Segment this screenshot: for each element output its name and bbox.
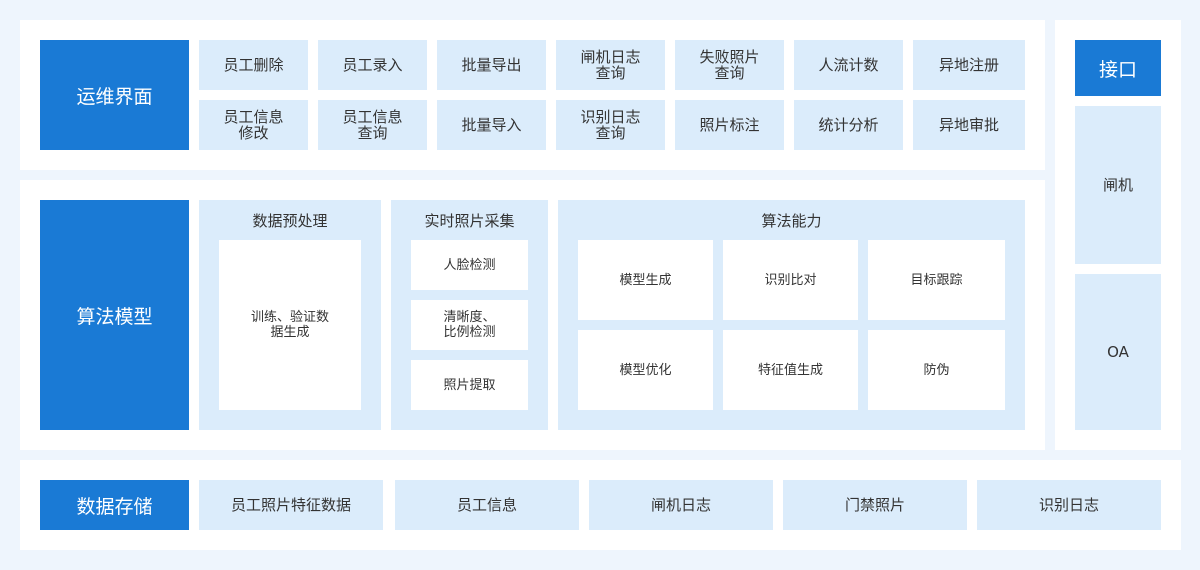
ops-tile-failed-photo-query: 失败照片 查询 xyxy=(675,40,784,90)
capture-title: 实时照片采集 xyxy=(424,212,515,230)
capability-card-model-generation: 模型生成 xyxy=(578,240,713,320)
capability-card-model-optimization: 模型优化 xyxy=(578,330,713,410)
iface-tile-gate: 闸机 xyxy=(1075,106,1161,264)
iface-tile-oa: OA xyxy=(1075,274,1161,430)
ops-tile-people-count: 人流计数 xyxy=(794,40,903,90)
ops-tile-delete-employee: 员工删除 xyxy=(199,40,308,90)
ops-tile-edit-employee-info: 员工信息 修改 xyxy=(199,100,308,150)
ops-tile-statistics: 统计分析 xyxy=(794,100,903,150)
ops-header: 运维界面 xyxy=(40,40,189,150)
ops-tile-enter-employee: 员工录入 xyxy=(318,40,427,90)
preprocess-card: 训练、验证数 据生成 xyxy=(219,240,361,410)
capture-card-clarity-check: 清晰度、 比例检测 xyxy=(411,300,528,350)
ops-tile-gate-log-query: 闸机日志 查询 xyxy=(556,40,665,90)
algo-header: 算法模型 xyxy=(40,200,189,430)
storage-tile-recognition-log: 识别日志 xyxy=(977,480,1161,530)
ops-tile-query-employee-info: 员工信息 查询 xyxy=(318,100,427,150)
ops-tile-remote-approval: 异地审批 xyxy=(913,100,1025,150)
capability-card-anti-spoofing: 防伪 xyxy=(868,330,1005,410)
ops-tile-photo-annotation: 照片标注 xyxy=(675,100,784,150)
capability-card-feature-generation: 特征值生成 xyxy=(723,330,858,410)
ops-tile-batch-export: 批量导出 xyxy=(437,40,546,90)
capability-card-recognition-comparison: 识别比对 xyxy=(723,240,858,320)
iface-header: 接口 xyxy=(1075,40,1161,96)
preprocess-title: 数据预处理 xyxy=(252,212,328,230)
storage-tile-employee-info: 员工信息 xyxy=(395,480,579,530)
capability-card-target-tracking: 目标跟踪 xyxy=(868,240,1005,320)
capability-box: 算法能力 模型生成 识别比对 目标跟踪 模型优化 特征值生成 防伪 xyxy=(558,200,1025,430)
capture-box: 实时照片采集 人脸检测 清晰度、 比例检测 照片提取 xyxy=(391,200,548,430)
storage-tile-access-photo: 门禁照片 xyxy=(783,480,967,530)
storage-tile-gate-log: 闸机日志 xyxy=(589,480,773,530)
storage-tile-photo-features: 员工照片特征数据 xyxy=(199,480,383,530)
storage-header: 数据存储 xyxy=(40,480,189,530)
capability-title: 算法能力 xyxy=(761,212,822,230)
ops-tile-remote-register: 异地注册 xyxy=(913,40,1025,90)
ops-tile-recognition-log-query: 识别日志 查询 xyxy=(556,100,665,150)
preprocess-box: 数据预处理 训练、验证数 据生成 xyxy=(199,200,381,430)
capture-card-photo-extraction: 照片提取 xyxy=(411,360,528,410)
capture-card-face-detection: 人脸检测 xyxy=(411,240,528,290)
ops-tile-batch-import: 批量导入 xyxy=(437,100,546,150)
